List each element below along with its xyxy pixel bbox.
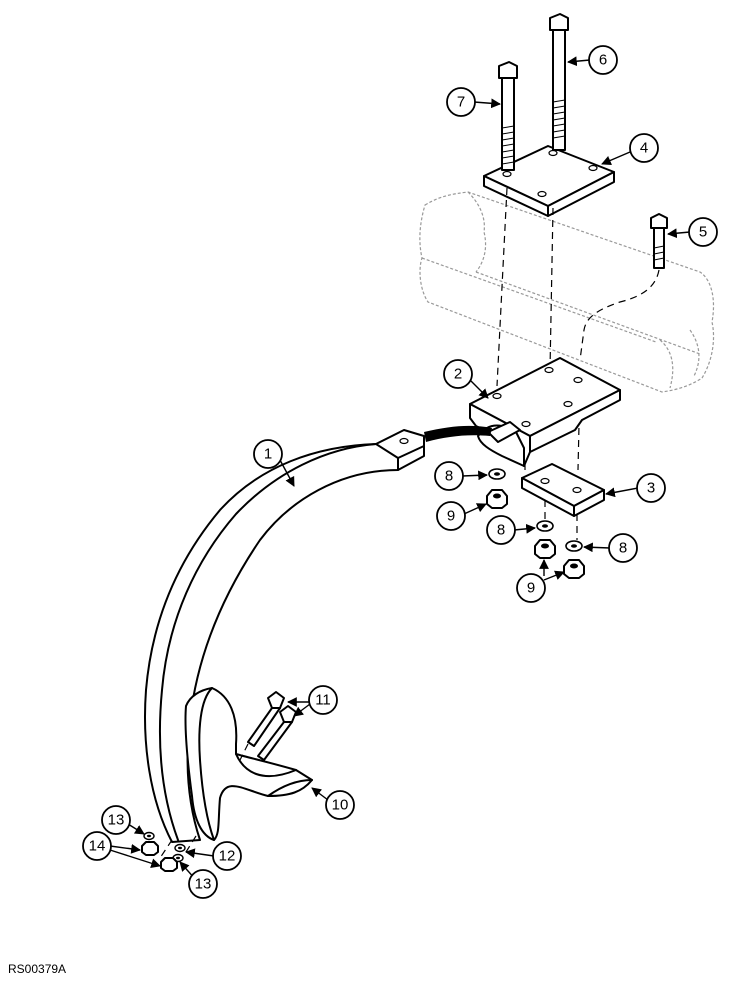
callout-4: 4 bbox=[601, 133, 659, 166]
callout-2: 2 bbox=[443, 359, 489, 399]
svg-text:5: 5 bbox=[699, 224, 707, 241]
nut-9c bbox=[563, 559, 585, 579]
svg-text:2: 2 bbox=[454, 366, 462, 383]
svg-text:8: 8 bbox=[445, 468, 453, 485]
callout-8c: 8 bbox=[583, 533, 638, 563]
callout-8b: 8 bbox=[486, 515, 536, 545]
shank-clamp bbox=[469, 357, 621, 467]
callout-3: 3 bbox=[605, 473, 666, 503]
washer-8c bbox=[565, 540, 583, 552]
svg-text:4: 4 bbox=[640, 140, 648, 157]
small-hardware bbox=[141, 831, 186, 872]
bolt-long bbox=[549, 13, 569, 151]
sweep-bolts bbox=[247, 691, 297, 761]
callout-9a: 9 bbox=[436, 501, 487, 531]
svg-text:7: 7 bbox=[457, 94, 465, 111]
svg-text:9: 9 bbox=[447, 508, 455, 525]
nut-9b bbox=[534, 539, 556, 559]
curved-shank bbox=[144, 429, 425, 843]
svg-text:9: 9 bbox=[527, 580, 535, 597]
callout-10: 10 bbox=[311, 787, 355, 820]
callout-14: 14 bbox=[82, 831, 161, 868]
washer-8b bbox=[536, 520, 554, 532]
sweep-blade bbox=[184, 687, 313, 841]
top-clamp-plate bbox=[483, 145, 615, 217]
callout-9b: 9 bbox=[516, 559, 565, 603]
frame-tube-outline bbox=[419, 191, 715, 393]
callout-5: 5 bbox=[667, 217, 718, 247]
svg-text:13: 13 bbox=[108, 812, 125, 829]
callout-13a: 13 bbox=[101, 805, 145, 835]
bolt-side bbox=[650, 213, 668, 269]
figure-code: RS00379A bbox=[8, 962, 67, 976]
callout-6: 6 bbox=[567, 45, 618, 75]
nut-9a bbox=[486, 489, 508, 509]
svg-text:12: 12 bbox=[219, 848, 236, 865]
svg-text:8: 8 bbox=[497, 522, 505, 539]
callout-12: 12 bbox=[185, 841, 242, 871]
svg-text:13: 13 bbox=[195, 876, 212, 893]
bolt-short bbox=[498, 61, 518, 171]
callout-13b: 13 bbox=[179, 861, 218, 899]
washer-8a bbox=[488, 468, 506, 480]
bottom-clamp-plate bbox=[521, 463, 605, 517]
svg-text:14: 14 bbox=[89, 838, 106, 855]
svg-text:1: 1 bbox=[264, 446, 272, 463]
svg-text:3: 3 bbox=[647, 480, 655, 497]
callout-11: 11 bbox=[287, 685, 338, 717]
svg-text:10: 10 bbox=[332, 797, 349, 814]
callout-7: 7 bbox=[446, 87, 501, 117]
callout-1: 1 bbox=[253, 439, 295, 487]
svg-text:6: 6 bbox=[599, 52, 607, 69]
svg-text:11: 11 bbox=[315, 692, 331, 709]
callout-8a: 8 bbox=[434, 461, 488, 491]
svg-text:8: 8 bbox=[619, 540, 627, 557]
shank-insert-arrow bbox=[424, 425, 492, 442]
